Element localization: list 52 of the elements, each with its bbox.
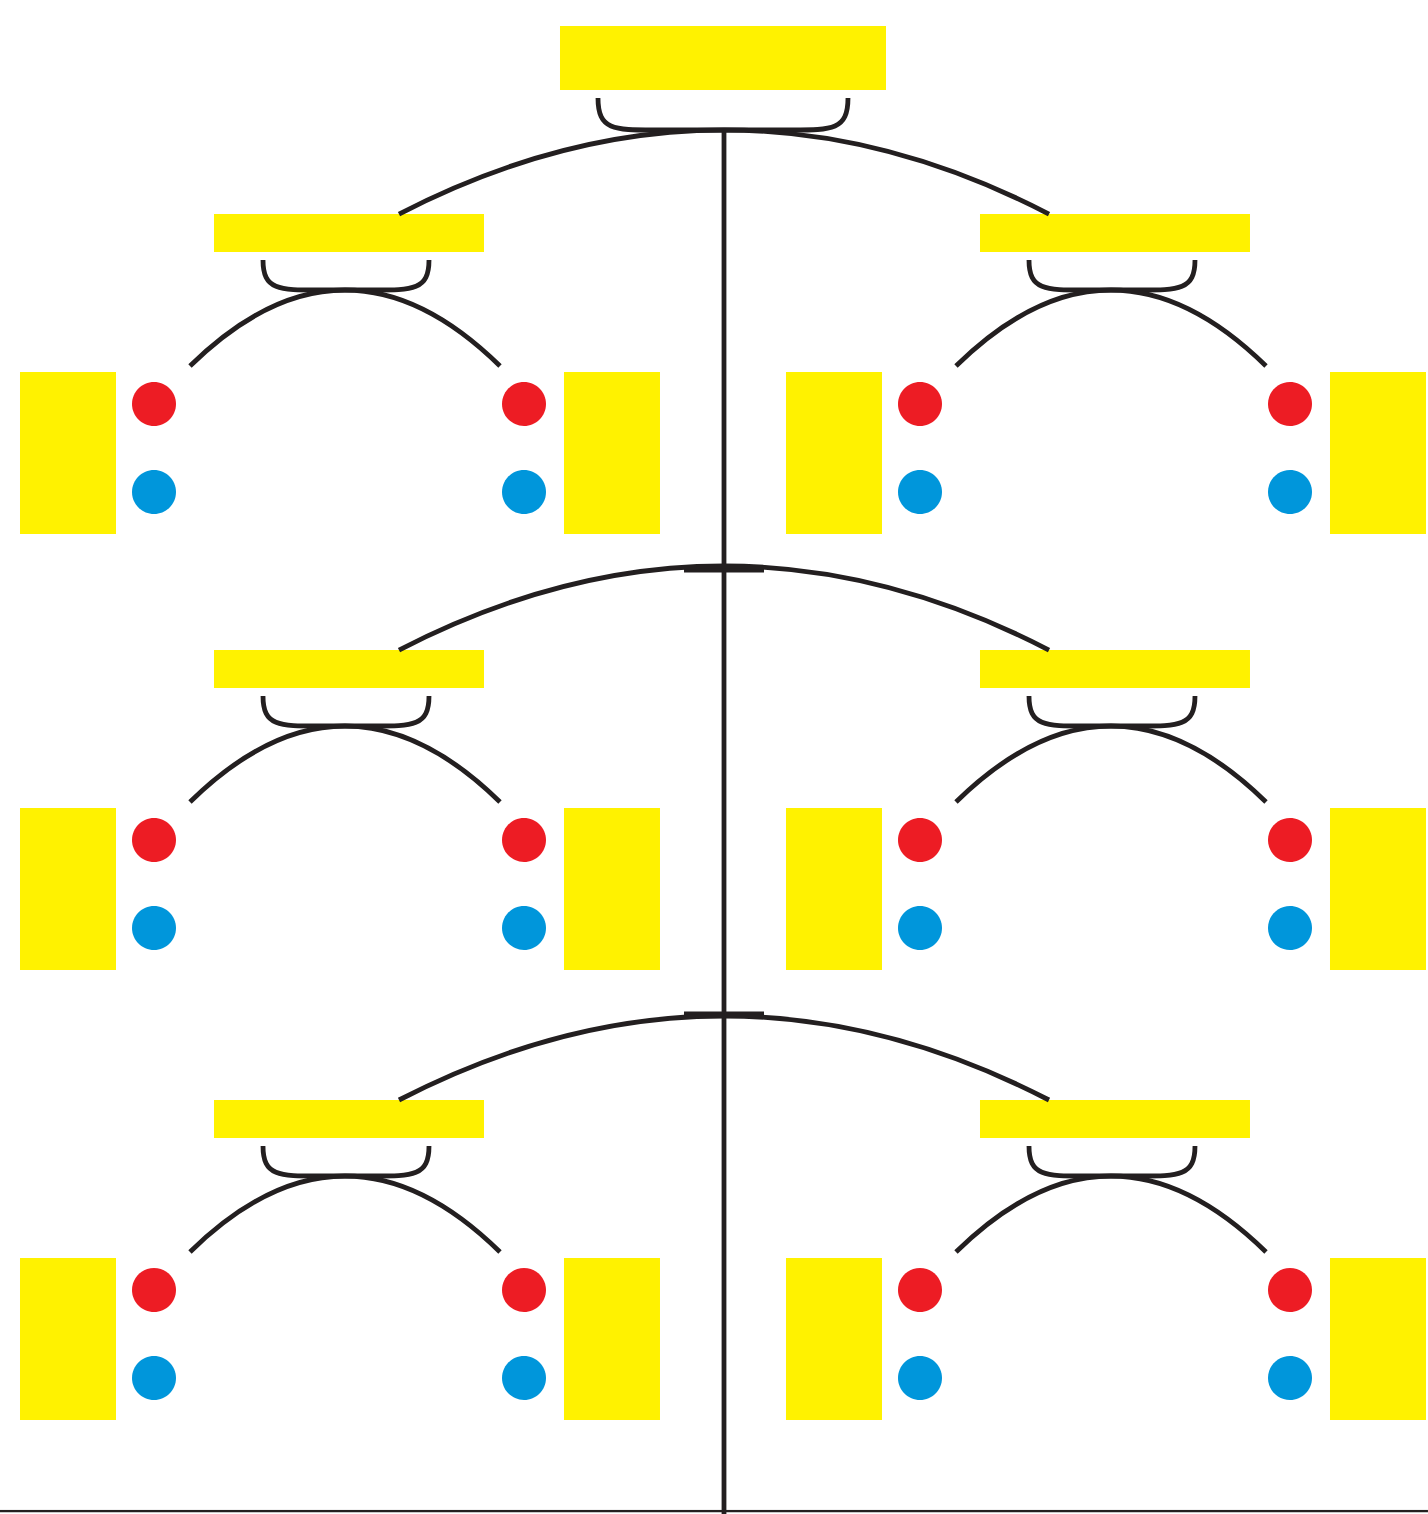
dot [502,382,546,426]
side-box [564,1258,660,1420]
dot [502,818,546,862]
dot [898,818,942,862]
arc-line [188,723,502,804]
label-bar [214,650,484,688]
dot [132,470,176,514]
arc-line [954,1173,1268,1254]
arc-line [188,287,502,368]
arc-line [188,1173,502,1254]
side-box [564,808,660,970]
dot [1268,470,1312,514]
dot [132,1268,176,1312]
dot [898,382,942,426]
label-bar [980,214,1250,252]
arc-line [397,563,1050,653]
dot [502,470,546,514]
arc-line [954,723,1268,804]
label-bar [214,214,484,252]
dot [502,1268,546,1312]
side-box [1330,808,1426,970]
dot [1268,906,1312,950]
side-box [1330,372,1426,534]
dot [502,906,546,950]
side-box [20,1258,116,1420]
dot [502,1356,546,1400]
side-box [20,808,116,970]
dot [898,1356,942,1400]
side-box [786,1258,882,1420]
dot [1268,818,1312,862]
dot [898,906,942,950]
side-box [786,808,882,970]
label-bar [980,650,1250,688]
arc-line [397,127,1050,217]
dot [898,1268,942,1312]
dot [132,1356,176,1400]
side-box [564,372,660,534]
side-box [786,372,882,534]
dot [898,470,942,514]
dot [1268,382,1312,426]
dot [1268,1356,1312,1400]
side-box [1330,1258,1426,1420]
label-bar [980,1100,1250,1138]
label-bar [214,1100,484,1138]
dot [1268,1268,1312,1312]
arc-line [397,1013,1050,1103]
arc-line [954,287,1268,368]
header-box [560,26,886,90]
dot [132,906,176,950]
dot [132,382,176,426]
dot [132,818,176,862]
side-box [20,372,116,534]
